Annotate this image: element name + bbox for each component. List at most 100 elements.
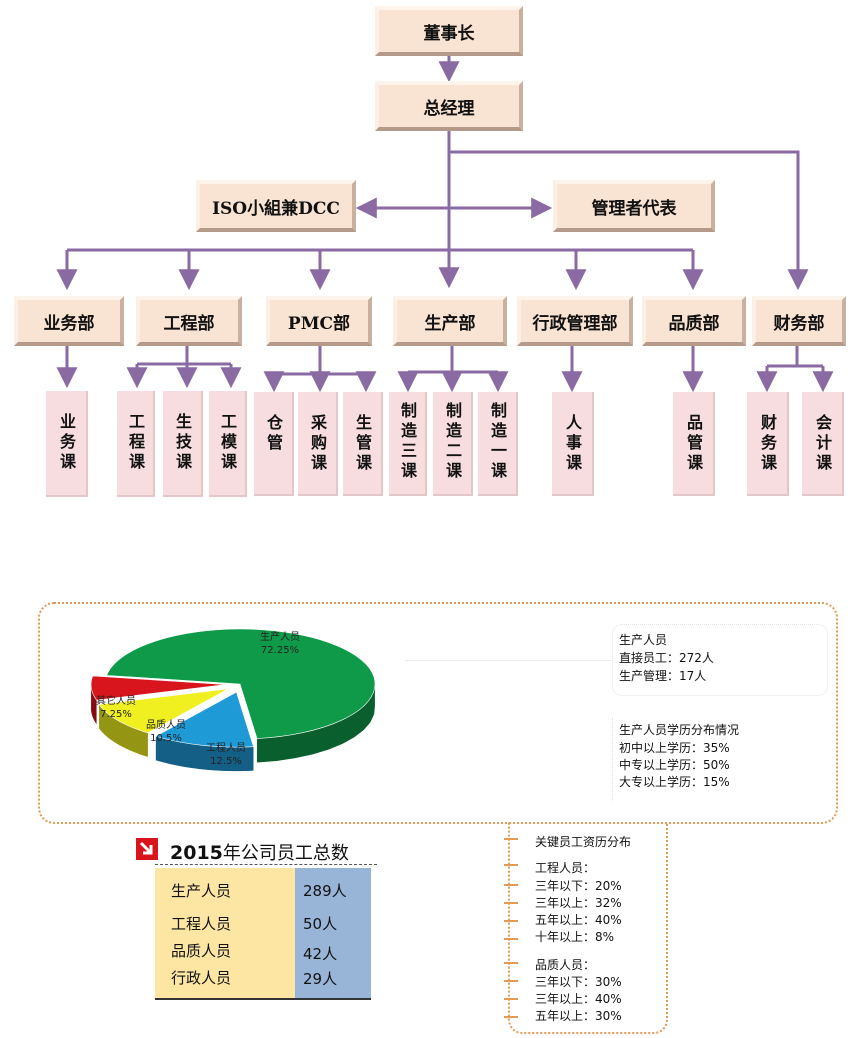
pie-label-other: 其它人员 7.25%	[86, 695, 146, 721]
section-label: 工模课	[218, 413, 237, 473]
key-eng-line: 十年以上：8%	[535, 930, 615, 944]
education-line: 大专以上学历：15%	[619, 775, 730, 789]
dept-label: 财务部	[773, 313, 825, 334]
section-tech: 生技课	[163, 391, 203, 497]
pie-slice-side	[99, 704, 148, 757]
tick	[504, 884, 518, 886]
pie-frame	[38, 602, 838, 824]
pie-label-engineering: 工程人员 12.5%	[196, 742, 256, 768]
pie-slice	[98, 688, 229, 734]
section-purchase: 采购课	[298, 392, 338, 496]
totals-row-name: 行政人员	[171, 969, 232, 987]
section-label: 会计课	[813, 414, 832, 474]
section-sales: 业务课	[46, 391, 88, 497]
totals-title-text: 年公司员工总数	[222, 843, 349, 864]
dept-qc: 品质部	[642, 296, 746, 346]
key-eng-line: 三年以下：20%	[535, 879, 622, 893]
tick	[504, 920, 518, 922]
chairman-label: 董事长	[423, 23, 475, 44]
section-label: 财务课	[758, 414, 777, 474]
education-line: 中专以上学历：50%	[619, 758, 730, 772]
totals-row-count: 29人	[303, 970, 338, 988]
totals-divider	[155, 864, 377, 865]
section-mold: 工模课	[209, 391, 247, 497]
rep-box: 管理者代表	[553, 180, 715, 232]
key-qc-title: 品质人员：	[535, 958, 596, 972]
dept-label: 品质部	[668, 313, 720, 334]
pie-slice-side	[155, 736, 254, 772]
key-qc-line: 五年以上：30%	[535, 1009, 622, 1023]
tick	[504, 902, 518, 904]
tick	[504, 998, 518, 1000]
section-mfg2: 制造二课	[433, 392, 473, 496]
dept-label: PMC部	[287, 313, 351, 334]
employee-pie-chart	[90, 628, 376, 772]
totals-bottom-line	[155, 998, 371, 1000]
section-plan: 生管课	[343, 392, 383, 496]
pie-slice	[155, 691, 254, 748]
slice-name: 品质人员	[146, 720, 186, 731]
section-label: 品管课	[684, 414, 703, 474]
section-label: 制造三课	[398, 402, 417, 482]
section-label: 制造一课	[488, 402, 507, 482]
production-mgmt: 生产管理：17人	[619, 669, 707, 683]
section-mfg3: 制造三课	[389, 392, 427, 496]
section-warehouse: 仓管	[254, 392, 294, 496]
pie-divider	[405, 660, 610, 661]
iso-box: ISO小組兼DCC	[196, 180, 356, 232]
tick	[504, 1016, 518, 1018]
key-eng-line: 五年以上：40%	[535, 913, 622, 927]
dept-label: 工程部	[163, 313, 215, 334]
dept-pmc: PMC部	[266, 296, 372, 346]
slice-value: 7.25%	[100, 709, 132, 720]
section-label: 生管课	[353, 414, 372, 474]
dept-sales: 业务部	[14, 296, 124, 346]
section-eng: 工程课	[117, 391, 155, 497]
rep-label: 管理者代表	[591, 198, 677, 219]
chairman-box: 董事长	[375, 6, 523, 56]
section-qc: 品管课	[673, 392, 715, 496]
arrow-down-right-icon	[136, 838, 158, 860]
totals-table: 生产人员 289人 工程人员 50人 品质人员 42人 行政人员 29人	[155, 868, 371, 998]
totals-row-count: 50人	[303, 915, 338, 933]
totals-row-name: 生产人员	[171, 882, 232, 900]
section-label: 业务课	[57, 413, 76, 473]
totals-row-name: 工程人员	[171, 915, 232, 933]
gm-label: 总经理	[423, 98, 475, 119]
slice-name: 其它人员	[96, 696, 136, 707]
pie-slice-side	[91, 683, 97, 725]
production-title: 生产人员	[619, 633, 668, 647]
section-label: 人事课	[563, 414, 582, 474]
slice-value: 12.5%	[210, 756, 242, 767]
section-label: 工程课	[126, 413, 145, 473]
section-finance: 财务课	[747, 392, 789, 496]
totals-row-name: 品质人员	[171, 942, 232, 960]
dept-admin: 行政管理部	[517, 296, 633, 346]
key-qc-line: 三年以上：40%	[535, 992, 622, 1006]
tick	[504, 838, 518, 840]
iso-label: ISO小組兼DCC	[212, 198, 340, 219]
tick	[504, 938, 518, 940]
dept-finance: 财务部	[752, 296, 846, 346]
production-box	[612, 624, 828, 696]
totals-name-col	[155, 868, 295, 998]
section-accounting: 会计课	[802, 392, 844, 496]
dept-engineering: 工程部	[136, 296, 242, 346]
tick	[504, 962, 518, 964]
section-label: 制造二课	[443, 402, 462, 482]
key-title: 关键员工资历分布	[535, 835, 632, 849]
section-label: 采购课	[308, 414, 327, 474]
tick	[504, 864, 518, 866]
totals-year: 2015	[170, 842, 223, 864]
slice-name: 工程人员	[206, 743, 246, 754]
section-mfg1: 制造一课	[478, 392, 518, 496]
section-label: 生技课	[173, 413, 192, 473]
education-title: 生产人员学历分布情况	[619, 723, 740, 737]
pie-slice	[106, 628, 376, 739]
education-box	[612, 718, 827, 802]
dept-production: 生产部	[393, 296, 507, 346]
slice-name: 生产人员	[260, 632, 300, 643]
key-frame	[508, 822, 668, 1034]
